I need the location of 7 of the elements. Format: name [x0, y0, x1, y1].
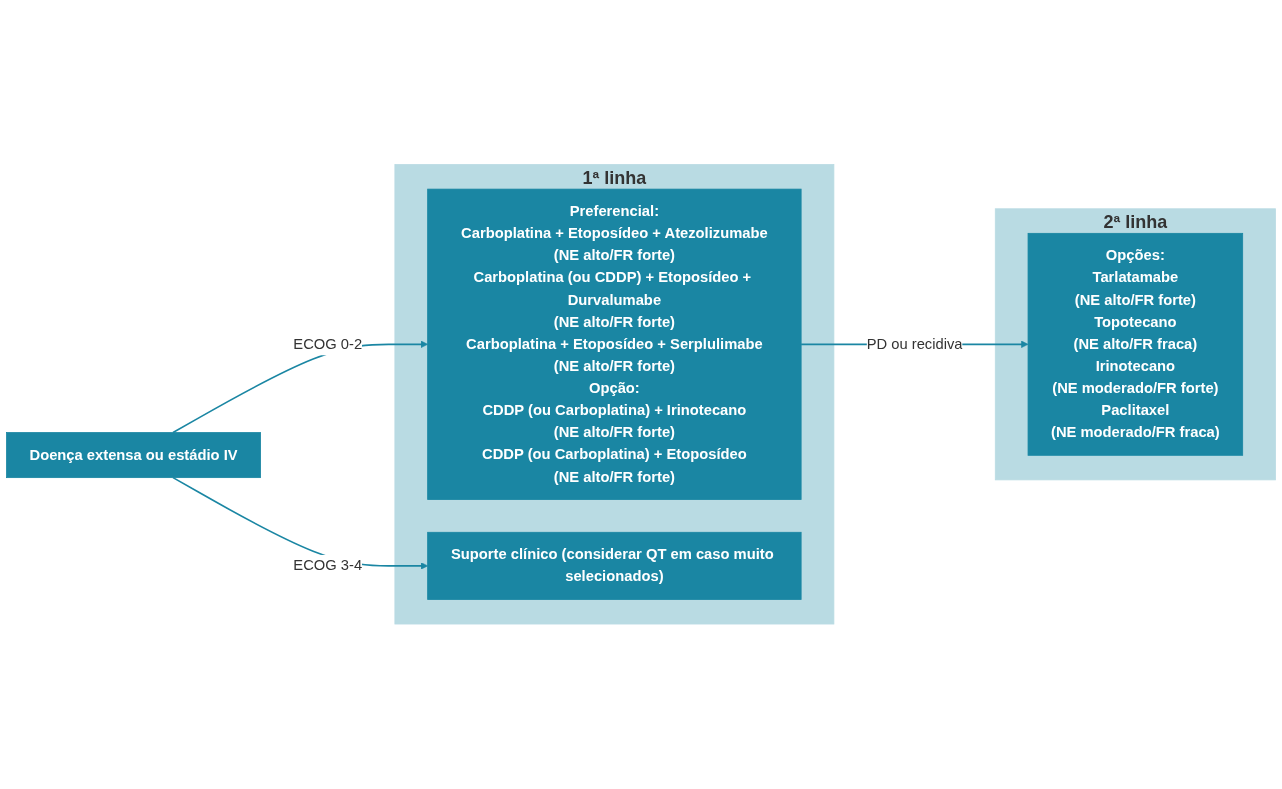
node-box: Opções: Tarlatamabe (NE alto/FR forte) Topotecano (NE alto/FR fraca) Irinotecano (NE moderado/FR forte) Paclitaxel (NE moderado/FR fraca)	[1027, 233, 1244, 456]
node-box: Suporte clínico (considerar QT em caso muito selecionados)	[427, 532, 802, 601]
edge-label: PD ou recidiva	[866, 335, 963, 353]
edge-label: ECOG 0-2	[293, 335, 363, 353]
node-box: Preferencial: Carboplatina + Etoposídeo + Atezolizumabe (NE alto/FR forte) Carboplatina (ou CDDP) + Etoposídeo + Durvalumabe (NE alto/FR forte) Carboplatina + Etoposídeo + Serplulimabe (NE alto/FR forte) Opção: CDDP (ou Carboplatina) + Irinotecano (NE alto/FR forte) CDDP (ou Carboplatina) + Etoposídeo (NE alto/FR forte)	[427, 188, 802, 501]
node-box: Doença extensa ou estádio IV	[6, 432, 261, 479]
edge-label: ECOG 3-4	[293, 557, 363, 574]
